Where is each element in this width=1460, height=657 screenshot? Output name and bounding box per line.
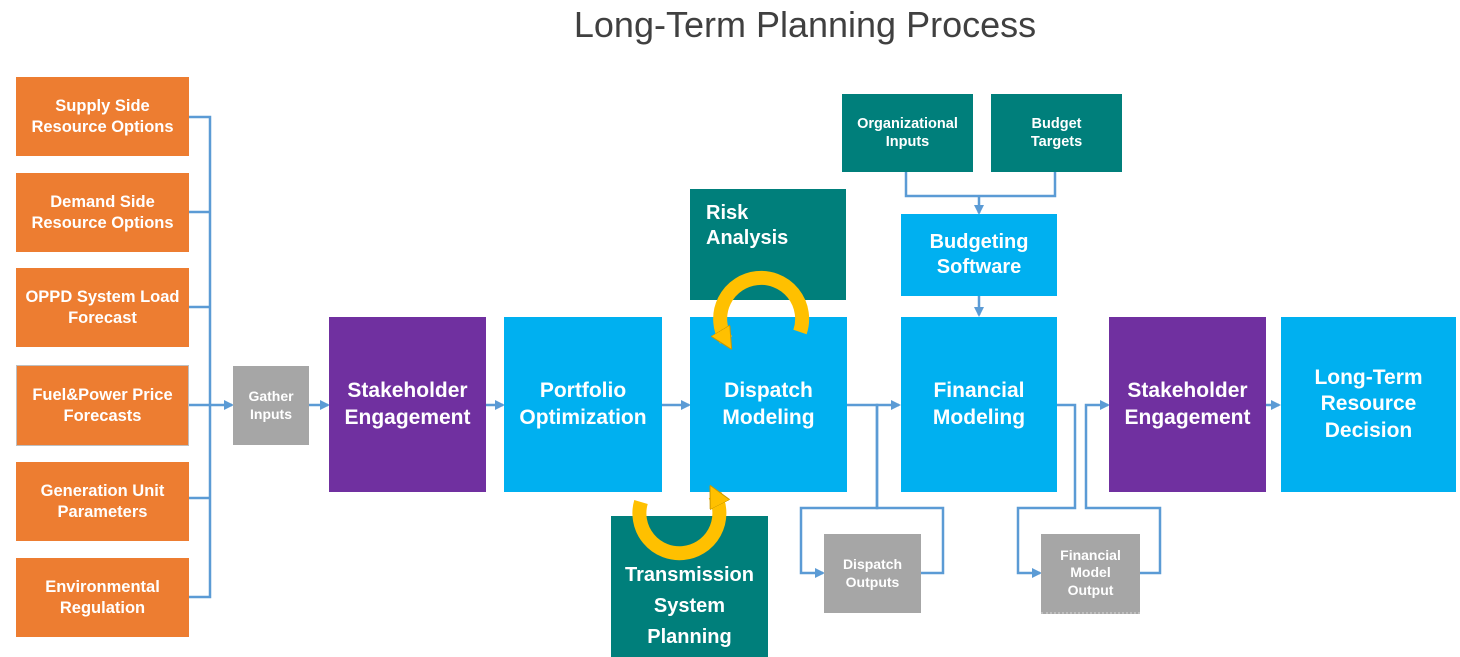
- dispatch-outputs-box: Dispatch Outputs: [824, 534, 921, 613]
- budgeting-software-box: Budgeting Software: [901, 214, 1057, 296]
- dispatch-outputs-loop: [799, 403, 879, 578]
- org-inputs-line: [904, 172, 1057, 198]
- long-term-resource-decision-box: Long-Term Resource Decision: [1281, 317, 1456, 492]
- input-price-forecasts: Fuel&Power Price Forecasts: [16, 365, 189, 446]
- transmission-planning-box: Transmission System Planning: [611, 516, 768, 657]
- portfolio-optimization-box: Portfolio Optimization: [504, 317, 662, 492]
- arrow-to-financial: [875, 400, 945, 575]
- input-load-forecast: OPPD System Load Forecast: [16, 268, 189, 347]
- input-supply-side: Supply Side Resource Options: [16, 77, 189, 156]
- transmission-portfolio-cycle-icon: [632, 495, 719, 561]
- arrow-to-stakeholder-2: [1084, 400, 1162, 575]
- input-bracket: [189, 115, 212, 599]
- stakeholder-engagement-2-box: Stakeholder Engagement: [1109, 317, 1266, 492]
- stakeholder-engagement-box: Stakeholder Engagement: [329, 317, 486, 492]
- input-demand-side: Demand Side Resource Options: [16, 173, 189, 252]
- financial-model-output-box: Financial Model Output: [1041, 534, 1140, 614]
- input-generation-unit: Generation Unit Parameters: [16, 462, 189, 541]
- budget-targets-box: Budget Targets: [991, 94, 1122, 172]
- organizational-inputs-box: Organizational Inputs: [842, 94, 973, 172]
- risk-dispatch-cycle-icon: [720, 270, 810, 340]
- gather-inputs-box: Gather Inputs: [233, 366, 309, 445]
- diagram-title: Long-Term Planning Process: [573, 4, 1037, 45]
- financial-output-loop: [1016, 403, 1077, 578]
- input-environmental: Environmental Regulation: [16, 558, 189, 637]
- financial-modeling-box: Financial Modeling: [901, 317, 1057, 492]
